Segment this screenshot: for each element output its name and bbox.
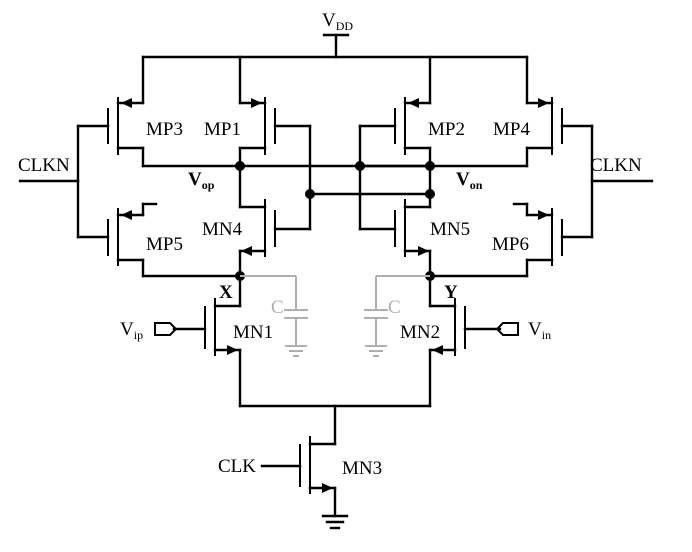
mp4-label: MP4 bbox=[493, 119, 530, 140]
vdd-rail bbox=[141, 33, 529, 59]
vop-junction bbox=[235, 161, 245, 171]
mn2-transistor bbox=[428, 298, 519, 408]
ground-icon bbox=[321, 514, 349, 530]
clkn-right-label: CLKN bbox=[590, 155, 642, 176]
vop-label: Vop bbox=[188, 169, 215, 192]
mp1-transistor bbox=[238, 55, 276, 209]
mp1-label: MP1 bbox=[204, 119, 241, 140]
clkn-left-label: CLKN bbox=[18, 155, 70, 176]
cap-left bbox=[240, 275, 308, 357]
mn5-transistor bbox=[394, 199, 432, 278]
vip-label: Vip bbox=[120, 319, 143, 342]
mn2-label: MN2 bbox=[400, 322, 440, 343]
mn4-label: MN4 bbox=[202, 219, 243, 240]
vin-label: Vin bbox=[528, 319, 551, 342]
tail-node bbox=[238, 404, 432, 446]
mn3-label: MN3 bbox=[342, 458, 382, 479]
mp5-label: MP5 bbox=[146, 234, 183, 255]
mn1-label: MN1 bbox=[233, 322, 273, 343]
mp3-transistor bbox=[107, 55, 145, 168]
clkn-right-bus bbox=[560, 124, 654, 239]
mp6-label: MP6 bbox=[492, 234, 529, 255]
cap-right-label: C bbox=[388, 297, 401, 318]
mp4-transistor bbox=[525, 55, 563, 168]
y-label: Y bbox=[444, 282, 458, 303]
x-y-nodes bbox=[141, 274, 529, 308]
mp2-label: MP2 bbox=[428, 119, 465, 140]
von-label: Von bbox=[456, 169, 483, 192]
mn5-label: MN5 bbox=[430, 219, 470, 240]
mp6-transistor bbox=[512, 202, 563, 278]
cross-junction-left bbox=[305, 189, 315, 199]
vdd-label: VDD bbox=[322, 10, 353, 33]
clk-label: CLK bbox=[218, 456, 256, 477]
mn3-transistor bbox=[260, 436, 337, 518]
mn4-transistor bbox=[238, 199, 276, 278]
x-label: X bbox=[219, 282, 233, 303]
cap-right bbox=[364, 275, 430, 357]
von-junction bbox=[425, 161, 435, 171]
cap-left-label: C bbox=[271, 297, 284, 318]
mp5-transistor bbox=[107, 202, 158, 278]
mp2-transistor bbox=[394, 55, 432, 209]
cross-coupling-wires bbox=[273, 124, 432, 231]
clkn-left-bus bbox=[18, 124, 110, 239]
cross-junction-right bbox=[425, 189, 435, 199]
mp3-label: MP3 bbox=[146, 119, 183, 140]
mn1-transistor bbox=[154, 298, 242, 408]
